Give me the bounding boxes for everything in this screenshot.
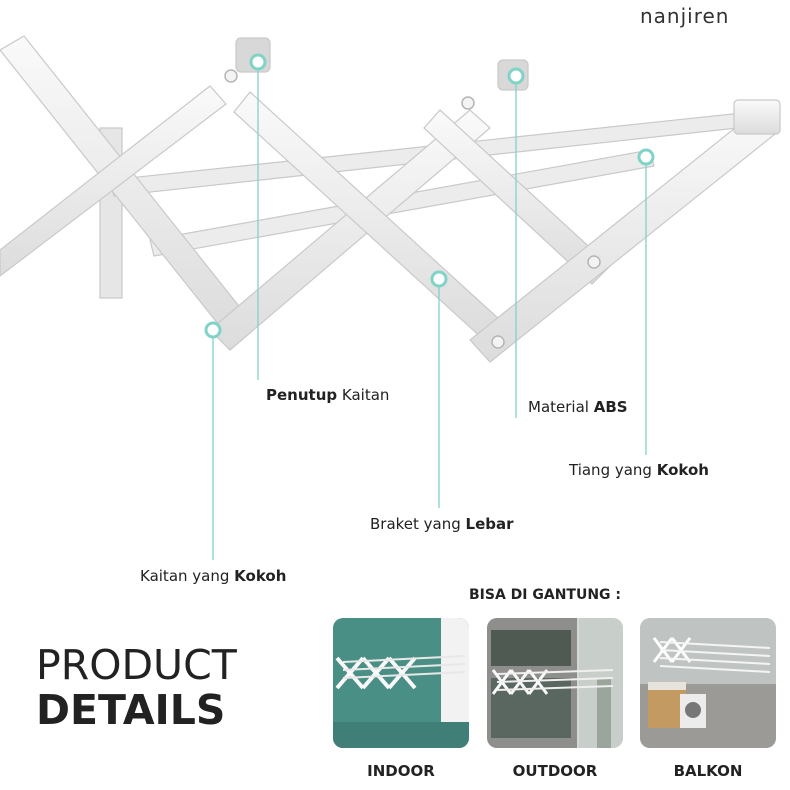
usage-label-indoor: INDOOR: [367, 762, 435, 780]
heading-line-2: DETAILS: [36, 686, 226, 734]
callout-kaitan-kokoh: Kaitan yang Kokoh: [140, 567, 287, 585]
callout-tiang-kokoh: Tiang yang Kokoh: [569, 461, 709, 479]
callout-braket-lebar: Braket yang Lebar: [370, 515, 514, 533]
page-heading: PRODUCT DETAILS: [36, 645, 237, 731]
heading-line-1: PRODUCT: [36, 641, 237, 689]
callout-penutup-kaitan: Penutup Kaitan: [266, 386, 390, 404]
outdoor-photo: [487, 618, 623, 748]
callout-material-abs: Material ABS: [528, 398, 628, 416]
drying-rack-illustration: [0, 35, 781, 560]
usage-label-outdoor: OUTDOOR: [512, 762, 598, 780]
usage-label-balkon: BALKON: [673, 762, 743, 780]
balcony-photo: [640, 618, 776, 748]
usage-title: BISA DI GANTUNG :: [469, 587, 622, 603]
indoor-photo: [333, 618, 469, 748]
brand-logo: nanjiren: [640, 4, 730, 28]
